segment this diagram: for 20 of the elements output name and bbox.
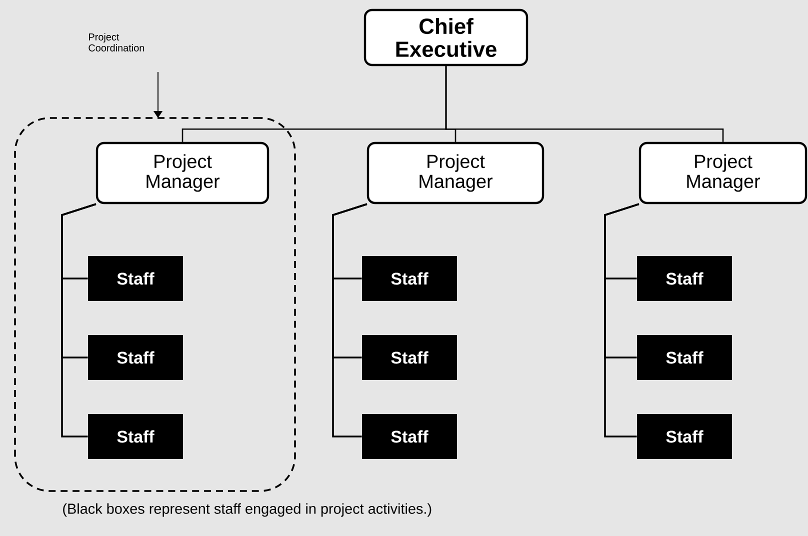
staff-box: Staff <box>637 335 732 380</box>
staff-box: Staff <box>362 256 457 301</box>
manager-box: Project Manager <box>638 142 808 204</box>
annotation-label: Project Coordination <box>88 33 144 52</box>
staff-box: Staff <box>637 256 732 301</box>
executive-box: Chief Executive <box>364 8 528 66</box>
staff-box: Staff <box>88 335 183 380</box>
connector-line <box>604 203 640 438</box>
manager-box: Project Manager <box>366 142 544 204</box>
connector-line <box>332 203 368 438</box>
manager-box: Project Manager <box>96 142 270 204</box>
caption: (Black boxes represent staff engaged in project activities.) <box>63 503 432 517</box>
staff-box: Staff <box>362 335 457 380</box>
dashed-group-outline <box>14 117 296 492</box>
staff-box: Staff <box>637 414 732 459</box>
connector-line <box>445 66 724 142</box>
staff-box: Staff <box>88 256 183 301</box>
staff-box: Staff <box>362 414 457 459</box>
staff-box: Staff <box>88 414 183 459</box>
connector-line <box>61 203 96 438</box>
